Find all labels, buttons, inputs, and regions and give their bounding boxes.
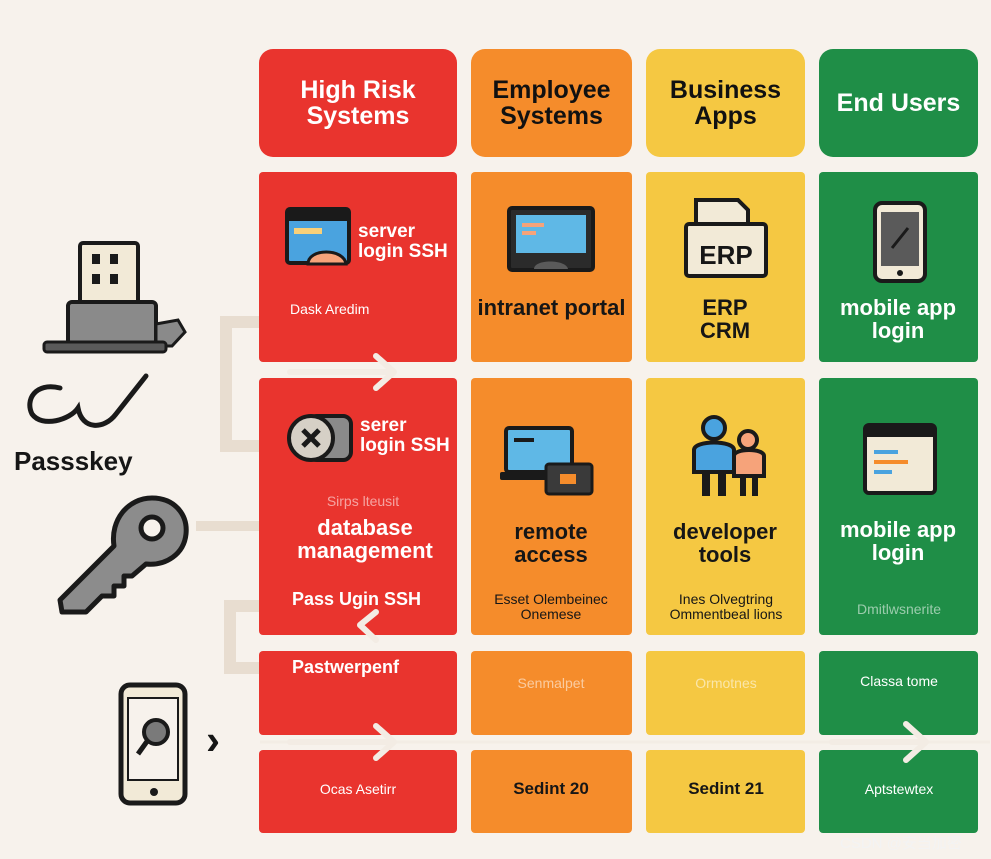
cell-business-r3: [646, 651, 805, 735]
employee-r1-label: intranet portal: [477, 295, 626, 320]
cell-end-users-r3: [819, 651, 978, 735]
passkey-label: Passskey: [14, 446, 133, 476]
column-header-end-users: End Users: [819, 49, 978, 157]
employee-r2-sub: Esset Olembeinec Onemese: [494, 591, 608, 622]
cell-end-users-r2: [819, 378, 978, 635]
employee-r4-text: Sedint 20: [513, 779, 589, 798]
key-icon: [57, 495, 189, 615]
high-risk-r1-label: server login SSH: [358, 221, 448, 262]
end-users-r4-text: Aptstewtex: [864, 781, 934, 797]
cell-high-risk-r1: [259, 172, 457, 362]
employee-r3-text: Senmalpet: [517, 675, 585, 691]
business-r1-label: ERP CRM: [699, 295, 751, 344]
app-window-icon: [863, 423, 937, 495]
usb-security-key-icon: [42, 241, 187, 354]
end-users-r1-label: mobile app login: [839, 295, 957, 344]
business-r2-sub: Ines Olvegtring Ommentbeal lions: [669, 591, 783, 622]
users-icon: [692, 415, 766, 496]
end-users-r2-label: mobile app login: [839, 517, 957, 566]
erp-document-icon: [684, 198, 768, 278]
laptop-remote-icon: [500, 426, 594, 496]
passkey-signature-icon: [27, 373, 149, 428]
cell-high-risk-r4: [259, 750, 457, 833]
server-disabled-icon: [287, 414, 353, 462]
cell-high-risk-r2: [259, 378, 457, 635]
column-title: Business Apps: [669, 76, 782, 130]
cell-business-r2: [646, 378, 805, 635]
end-users-r3-text: Classa tome: [860, 673, 938, 689]
business-r3-text: Ormotnes: [695, 675, 757, 691]
column-header-employee: Employee Systems: [471, 49, 632, 157]
business-r4-text: Sedint 21: [688, 779, 764, 798]
business-r2-label: developer tools: [673, 519, 777, 568]
monitor-icon: [507, 206, 595, 272]
high-risk-r2-label: serer login SSH: [360, 415, 450, 456]
erp-icon-text: ERP: [699, 240, 753, 270]
employee-r2-label: remote access: [514, 519, 588, 568]
cell-employee-r4: [471, 750, 632, 833]
column-header-high-risk: High Risk Systems: [259, 49, 457, 157]
cell-employee-r3: [471, 651, 632, 735]
column-title: Employee Systems: [492, 76, 611, 130]
high-risk-r2-item1: Pass Ugin SSH: [292, 589, 422, 609]
cell-employee-r2: [471, 378, 632, 635]
smartphone-key-icon: [118, 682, 188, 806]
column-header-business: Business Apps: [646, 49, 805, 157]
cell-business-r4: [646, 750, 805, 833]
high-risk-r1-sub: Dask Aredim: [290, 301, 370, 317]
cell-high-risk-r3: [259, 651, 457, 735]
end-users-r2-sub: Dmitlwsnerite: [856, 601, 941, 617]
high-risk-r2-item2: Pastwerpenf: [292, 657, 400, 677]
mobile-phone-icon: [873, 201, 927, 283]
high-risk-r4-text: Ocas Asetirr: [319, 781, 397, 797]
chevron-right-icon: ›: [206, 716, 220, 763]
column-title: High Risk Systems: [300, 76, 416, 130]
high-risk-r2-faded: Sirps lteusit: [326, 493, 400, 509]
high-risk-r2-label2: database management: [297, 515, 433, 564]
server-terminal-icon: [285, 207, 351, 266]
column-title: End Users: [836, 89, 961, 117]
watermark: CSDN @安当加密: [840, 835, 962, 852]
cell-end-users-r4: [819, 750, 978, 833]
